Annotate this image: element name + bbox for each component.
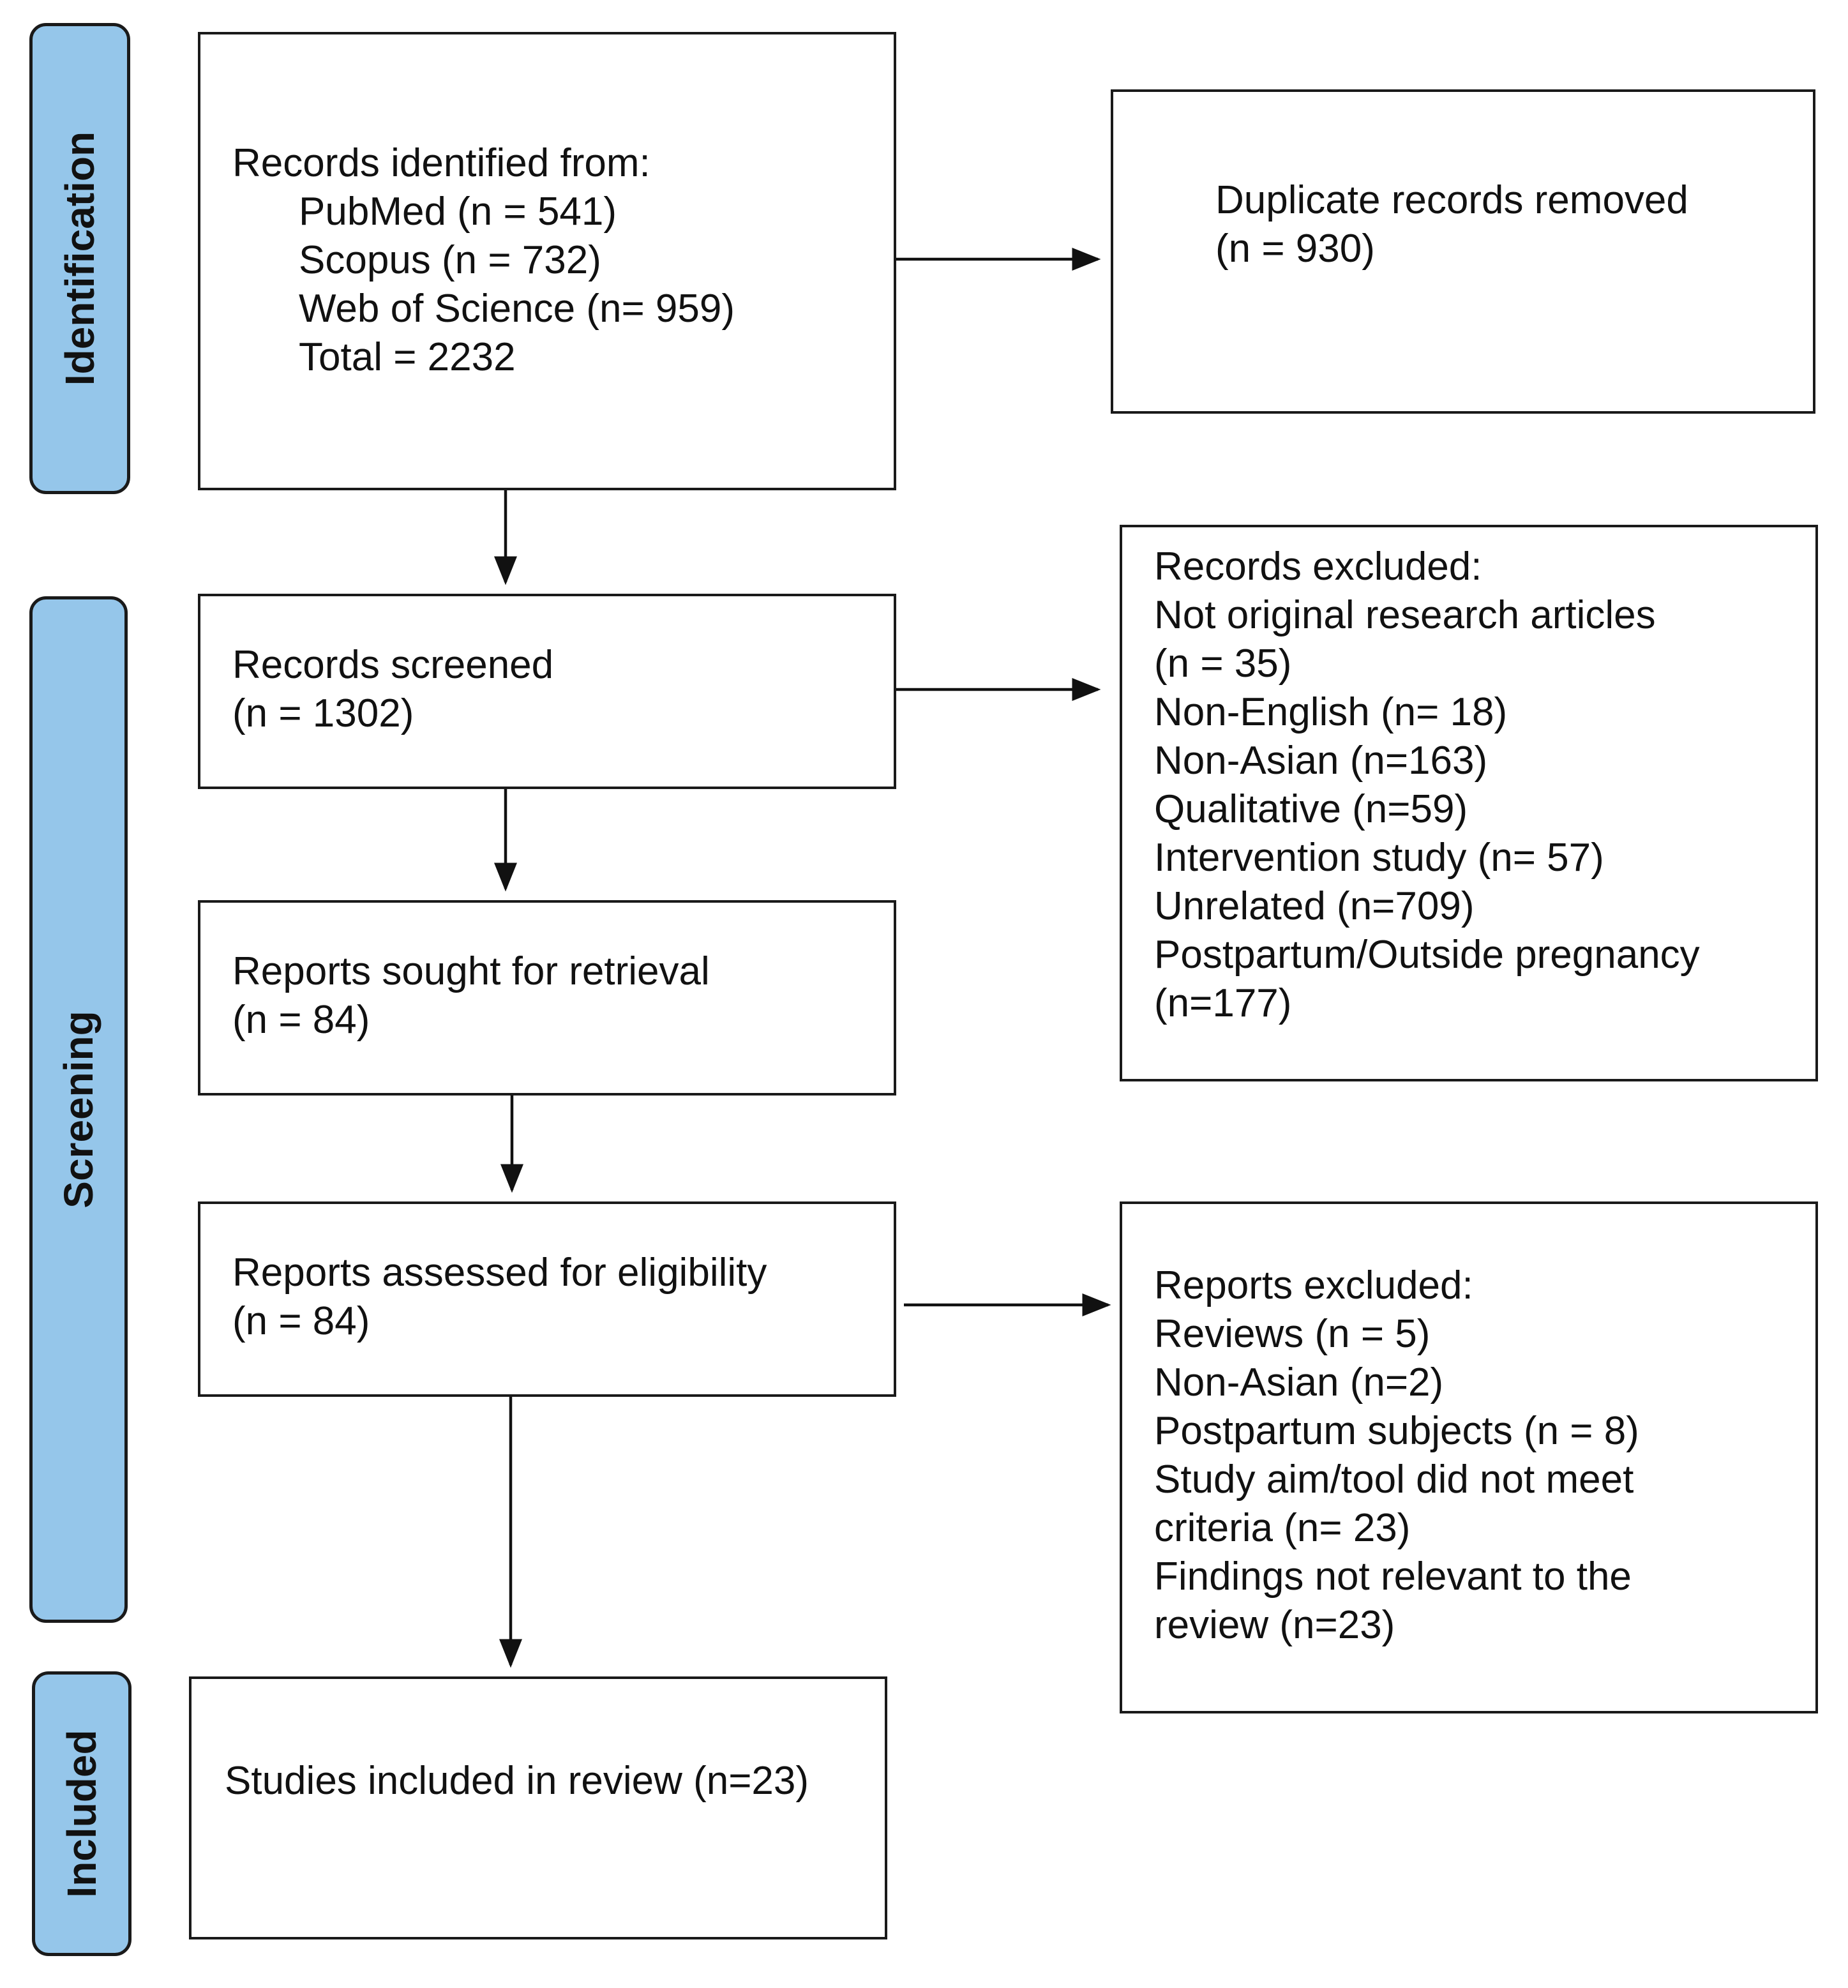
duplicates-count: (n = 930) (1215, 227, 1375, 271)
records-excluded-line: Postpartum/Outside pregnancy (1154, 933, 1700, 977)
reports-eligibility-text: Reports assessed for eligibility (n = 84… (232, 1249, 767, 1346)
records-excluded-line: (n = 35) (1154, 642, 1292, 686)
included-stage-bar: Included (32, 1671, 131, 1956)
reports-retrieval-box (198, 900, 896, 1096)
duplicates-text: Duplicate records removed (n = 930) (1215, 176, 1688, 273)
source-pubmed: PubMed (n = 541) (299, 190, 617, 234)
reports-excluded-line: Postpartum subjects (n = 8) (1154, 1409, 1639, 1453)
duplicates-label: Duplicate records removed (1215, 178, 1688, 222)
records-screened-box (198, 594, 896, 789)
reports-excluded-text: Reports excluded: Reviews (n = 5) Non-As… (1154, 1261, 1639, 1650)
records-excluded-line: Non-English (n= 18) (1154, 690, 1508, 734)
records-excluded-box (1120, 525, 1818, 1081)
studies-included-text: Studies included in review (n=23) (225, 1757, 809, 1805)
included-stage-label: Included (59, 1729, 105, 1898)
records-identified-box (198, 32, 896, 490)
records-excluded-line: Records excluded: (1154, 545, 1482, 589)
records-excluded-line: (n=177) (1154, 981, 1292, 1025)
identified-heading: Records identified from: (232, 141, 650, 185)
included-label: Studies included in review (n=23) (225, 1759, 809, 1803)
reports-eligibility-box (198, 1201, 896, 1397)
reports-retrieval-text: Reports sought for retrieval (n = 84) (232, 947, 710, 1044)
reports-excluded-line: criteria (n= 23) (1154, 1506, 1411, 1550)
records-screened-text: Records screened (n = 1302) (232, 641, 553, 738)
records-excluded-text: Records excluded: Not original research … (1154, 543, 1700, 1028)
reports-excluded-line: Reviews (n = 5) (1154, 1312, 1431, 1356)
identification-stage-bar: Identification (29, 23, 130, 494)
identification-stage-label: Identification (57, 131, 103, 386)
eligibility-count: (n = 84) (232, 1299, 370, 1343)
records-identified-text: Records identified from: PubMed (n = 541… (232, 139, 735, 382)
screened-count: (n = 1302) (232, 691, 414, 735)
screening-stage-bar: Screening (29, 596, 128, 1623)
eligibility-label: Reports assessed for eligibility (232, 1251, 767, 1295)
retrieval-count: (n = 84) (232, 998, 370, 1042)
reports-excluded-line: Findings not relevant to the (1154, 1555, 1632, 1599)
retrieval-label: Reports sought for retrieval (232, 949, 710, 993)
source-total: Total = 2232 (299, 335, 516, 379)
reports-excluded-line: Non-Asian (n=2) (1154, 1360, 1444, 1404)
records-excluded-line: Qualitative (n=59) (1154, 787, 1468, 831)
reports-excluded-line: review (n=23) (1154, 1603, 1395, 1647)
duplicates-removed-box (1111, 89, 1815, 414)
reports-excluded-line: Study aim/tool did not meet (1154, 1457, 1634, 1502)
records-excluded-line: Intervention study (n= 57) (1154, 836, 1604, 880)
source-scopus: Scopus (n = 732) (299, 238, 601, 282)
records-excluded-line: Not original research articles (1154, 593, 1656, 637)
records-excluded-line: Unrelated (n=709) (1154, 884, 1475, 928)
studies-included-box (189, 1676, 887, 1939)
records-excluded-line: Non-Asian (n=163) (1154, 739, 1488, 783)
source-web-of-science: Web of Science (n= 959) (299, 287, 735, 331)
reports-excluded-box (1120, 1201, 1818, 1713)
screened-label: Records screened (232, 643, 554, 687)
screening-stage-label: Screening (56, 1011, 101, 1209)
reports-excluded-line: Reports excluded: (1154, 1263, 1473, 1307)
